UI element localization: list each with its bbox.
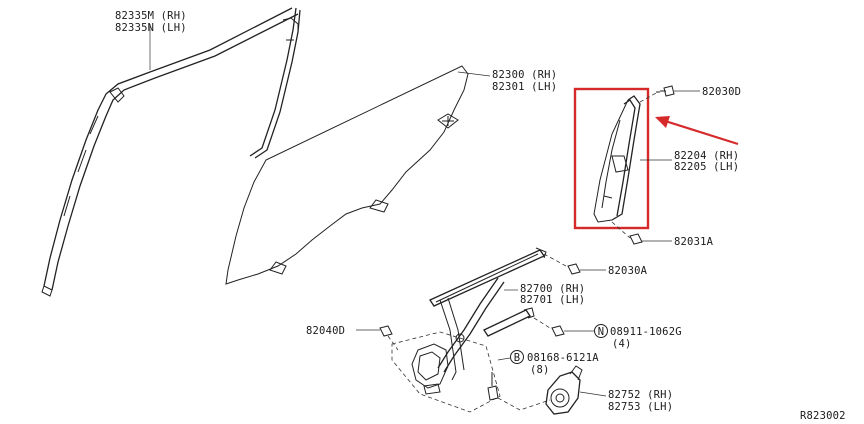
callout-bolt-mid: 82030A xyxy=(608,265,648,277)
callout-glass-lh: 82301 (LH) xyxy=(492,81,557,93)
callout-motor-lh: 82753 (LH) xyxy=(608,401,673,413)
callout-channel-rh: 82204 (RH) xyxy=(674,150,739,162)
callout-glass-rh: 82300 (RH) xyxy=(492,69,557,81)
callout-channel-lh: 82205 (LH) xyxy=(674,161,739,173)
regulator-base-outline xyxy=(391,331,501,413)
leader-lines xyxy=(149,24,700,397)
door-glass xyxy=(225,65,469,285)
callout-sash-rh: 82335M (RH) xyxy=(115,10,187,22)
callout-nut-qty: (4) xyxy=(612,338,632,350)
rear-channel xyxy=(593,95,641,223)
bolt-82040d xyxy=(379,325,399,351)
nut-marker-icon: N xyxy=(594,324,608,338)
window-regulator xyxy=(411,247,547,395)
callout-screw-qty: (8) xyxy=(530,364,550,376)
clip-82031a xyxy=(611,221,643,245)
highlight-arrow-icon xyxy=(655,116,739,146)
callout-motor-rh: 82752 (RH) xyxy=(608,389,673,401)
glass-marking-icon xyxy=(437,113,459,129)
channel-highlight-box xyxy=(573,87,650,230)
screw-marker-icon: B xyxy=(510,350,524,364)
callout-clip-bottom: 82031A xyxy=(674,236,714,248)
screw-08168 xyxy=(487,372,499,401)
diagram-reference: R823002 xyxy=(800,410,846,422)
screw-marker-code: B xyxy=(514,352,521,364)
nut-08911 xyxy=(533,317,565,337)
callout-bolt-top: 82030D xyxy=(702,86,741,98)
nut-marker-code: N xyxy=(598,326,605,338)
callout-bolt-left: 82040D xyxy=(306,325,345,337)
door-sash-trim xyxy=(41,7,301,297)
callout-sash-lh: 82335N (LH) xyxy=(115,22,187,34)
callout-regulator-rh: 82700 (RH) xyxy=(520,283,585,295)
callout-regulator-lh: 82701 (LH) xyxy=(520,294,585,306)
callout-nut-part: 08911-1062G xyxy=(610,326,682,338)
bolt-82030d xyxy=(639,85,675,103)
callout-screw-part: 08168-6121A xyxy=(527,352,599,364)
bolt-82030a xyxy=(543,253,581,275)
motor-link-line xyxy=(497,397,551,411)
regulator-motor xyxy=(545,365,583,415)
